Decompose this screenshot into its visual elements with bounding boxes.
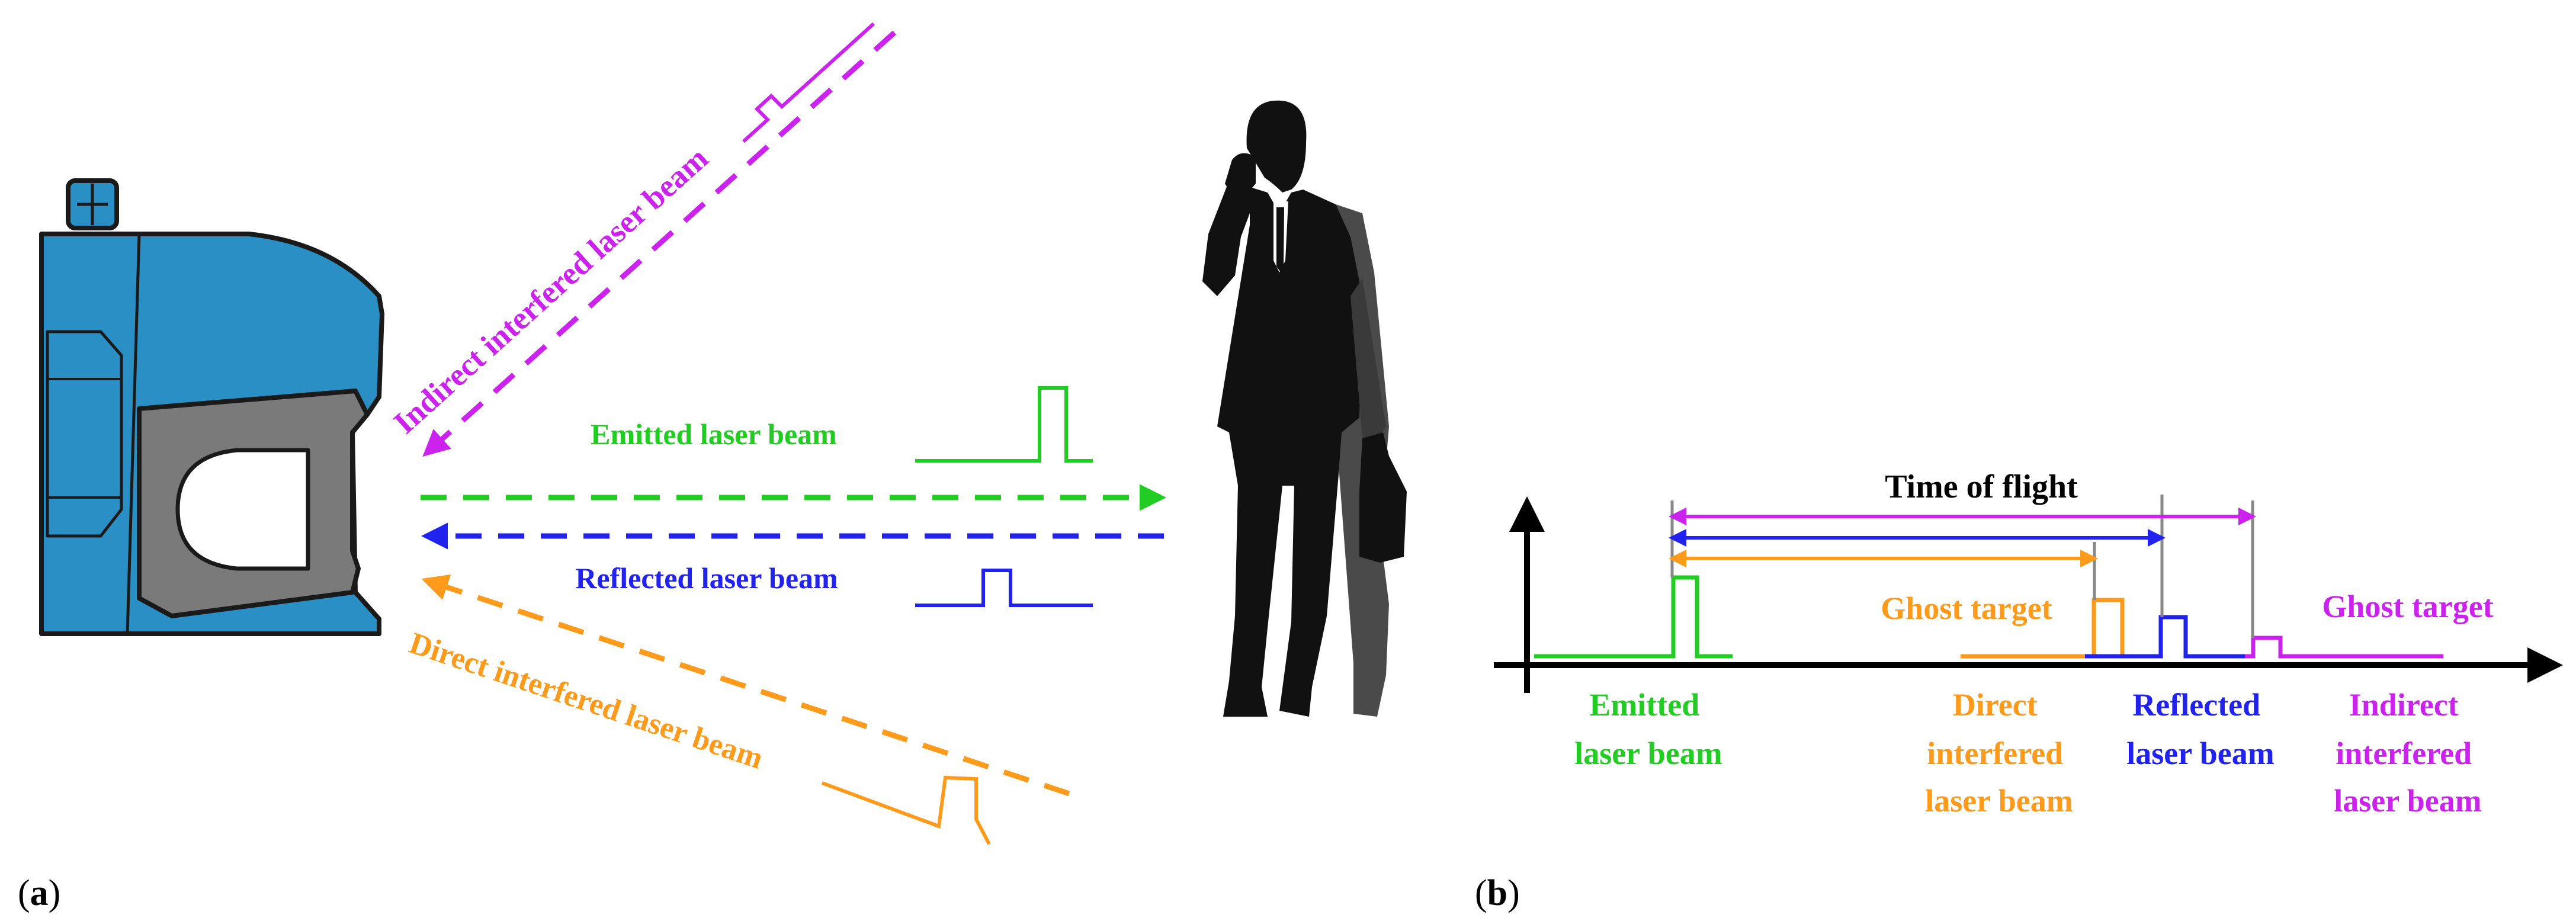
emitted-pulse-label: Emitted laser beam [1574, 687, 1722, 771]
panel-a: Indirect interfered laser beam Emitted l… [18, 22, 1407, 913]
reflected-beam: Reflected laser beam [421, 522, 1164, 607]
reflected-pulse-icon [915, 569, 1093, 607]
indirect-interfered-beam-label: Indirect interfered laser beam [387, 140, 715, 441]
panel-b-label: (b) [1475, 873, 1520, 913]
direct-interfered-pulse-icon [821, 775, 991, 845]
walking-person-silhouette-icon [1202, 100, 1407, 717]
ghost-target-label-1: Ghost target [1881, 591, 2052, 626]
reflected-pulse-trace [2085, 615, 2245, 659]
direct-interfered-beam: Direct interfered laser beam [405, 574, 1070, 845]
indirect-interfered-pulse-trace [2245, 636, 2443, 659]
emitted-pulse-icon [915, 386, 1093, 463]
emitted-pulse-trace [1534, 575, 1733, 659]
lidar-scanner-icon [39, 178, 384, 636]
indirect-interfered-beam: Indirect interfered laser beam [387, 22, 897, 457]
indirect-interfered-pulse-label: Indirect interfered laser beam [2334, 687, 2481, 819]
panel-b: Time of flight Ghost target Ghost target… [1475, 468, 2563, 913]
emitted-beam: Emitted laser beam [421, 386, 1166, 511]
panel-a-label: (a) [18, 873, 60, 913]
reflected-beam-label: Reflected laser beam [575, 561, 838, 595]
ghost-target-label-2: Ghost target [2322, 589, 2493, 624]
direct-interfered-pulse-label: Direct interfered laser beam [1925, 687, 2073, 819]
reflected-pulse-label: Reflected laser beam [2126, 687, 2274, 771]
emitted-beam-label: Emitted laser beam [591, 418, 837, 451]
time-of-flight-label: Time of flight [1885, 468, 2078, 505]
direct-interfered-beam-label: Direct interfered laser beam [405, 626, 767, 775]
indirect-interfered-pulse-icon [742, 22, 875, 143]
